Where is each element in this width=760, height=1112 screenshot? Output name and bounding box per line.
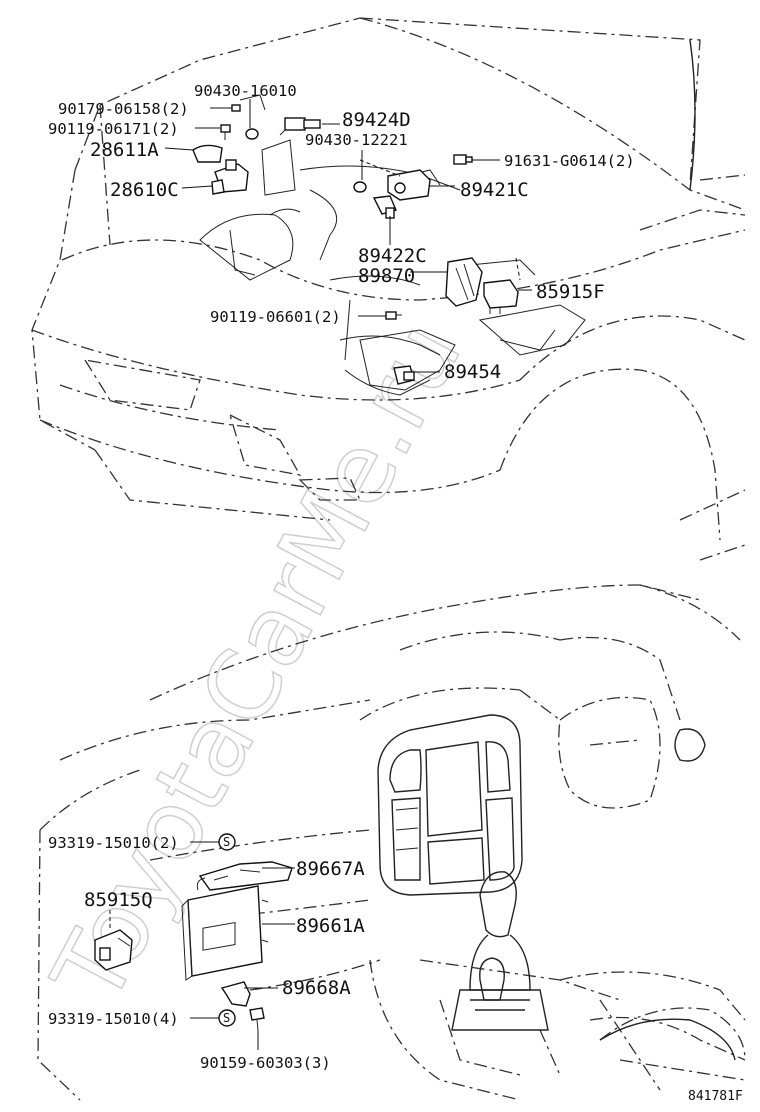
dashboard-illustration: [37, 544, 746, 1101]
label-90119-06171: 90119-06171(2): [48, 120, 179, 138]
washer-90430-12221: [353, 181, 367, 193]
label-89667A: 89667A: [296, 858, 365, 880]
sensor-89424D: [279, 117, 321, 136]
relay-85915F: [483, 279, 519, 314]
label-89422C: 89422C: [358, 245, 427, 267]
bracket-89667A: [196, 861, 293, 891]
label-93319-15010-2: 93319-15010(2): [48, 834, 179, 852]
label-89870: 89870: [358, 265, 415, 287]
upper-leader-lines: [164, 99, 532, 373]
figure-id: 841781F: [688, 1089, 743, 1104]
label-89421C: 89421C: [460, 179, 529, 201]
s-mark-upper: S: [218, 833, 236, 851]
label-28610C: 28610C: [110, 179, 179, 201]
cover-28611A: [192, 144, 223, 163]
sensor-89421C: [387, 169, 431, 201]
bolt-91631-G0614: [453, 154, 473, 165]
label-89661A: 89661A: [296, 915, 365, 937]
center-console: [377, 714, 523, 896]
relay-85915Q: [94, 929, 133, 971]
label-89454: 89454: [444, 361, 501, 383]
label-89668A: 89668A: [282, 977, 351, 999]
sensor-89422C: [372, 195, 397, 219]
bracket-89668A: [220, 981, 251, 1007]
label-90430-12221: 90430-12221: [305, 131, 408, 149]
upper-labels: 90430-16010 90179-06158(2) 89424D 90119-…: [48, 82, 635, 383]
s-mark-upper-text: S: [223, 835, 230, 849]
sensor-89454: [393, 365, 415, 385]
label-28611A: 28611A: [90, 139, 159, 161]
bolt-90179-06158: [231, 104, 241, 112]
label-91631-G0614: 91631-G0614(2): [504, 152, 635, 170]
label-93319-15010-4: 93319-15010(4): [48, 1010, 179, 1028]
bolt-90119-06171: [220, 124, 231, 140]
label-90159-60303: 90159-60303(3): [200, 1054, 331, 1072]
engine-bay-illustration: [31, 17, 746, 541]
s-mark-lower-text: S: [223, 1011, 230, 1025]
label-90430-16010: 90430-16010: [194, 82, 297, 100]
lower-labels: 93319-15010(2) 89667A 85915Q 89661A 8966…: [48, 834, 365, 1072]
lower-leader-lines: [109, 841, 295, 1050]
bolt-90159-60303: [249, 1007, 265, 1031]
label-85915F: 85915F: [536, 281, 605, 303]
label-90179-06158: 90179-06158(2): [58, 100, 189, 118]
washer-90430-16010: [245, 128, 259, 140]
s-mark-lower: S: [218, 1009, 236, 1027]
sensor-28610C: [211, 159, 249, 195]
upper-parts: [192, 104, 519, 385]
ecu-89661A: [181, 885, 269, 981]
gear-shifter: [451, 871, 549, 1031]
label-89424D: 89424D: [342, 109, 411, 131]
lower-parts: S S: [94, 833, 293, 1031]
bracket-89870: [445, 257, 483, 307]
label-85915Q: 85915Q: [84, 889, 153, 911]
label-90119-06601: 90119-06601(2): [210, 308, 341, 326]
